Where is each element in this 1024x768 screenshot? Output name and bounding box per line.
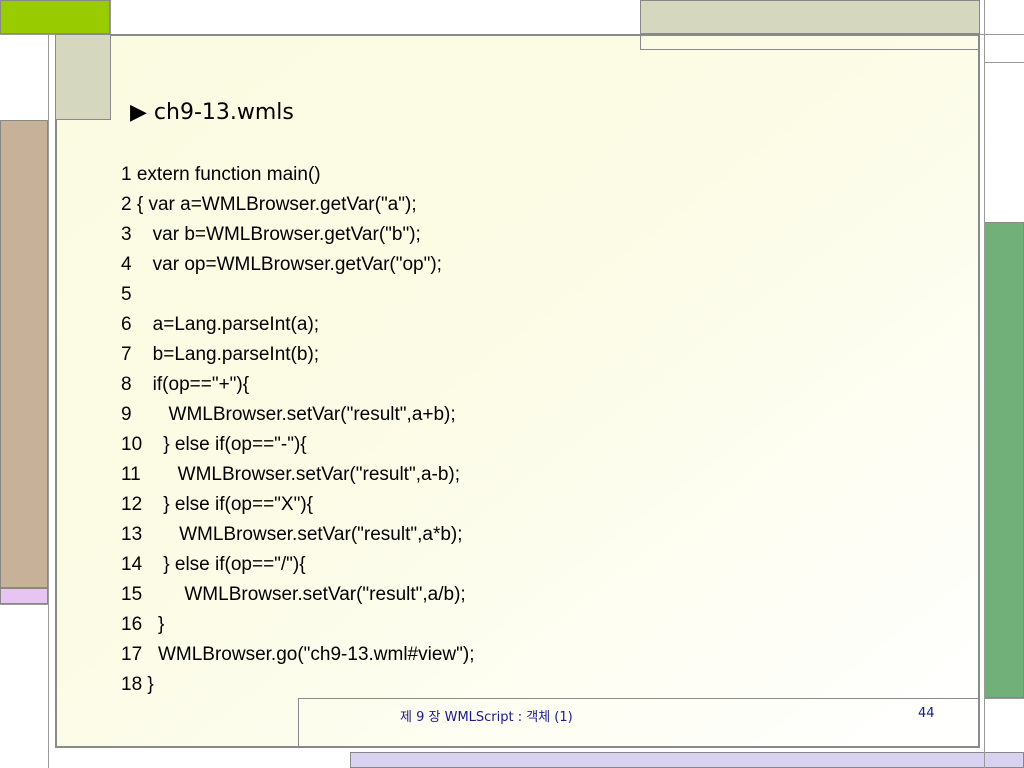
slide-panel [55, 34, 980, 748]
slide-heading: ▶ ch9-13.wmls [130, 100, 294, 125]
code-line: 2 { var a=WMLBrowser.getVar("a"); [121, 194, 417, 215]
decor-lavender-bottom-block [350, 752, 1024, 768]
decor-khaki-top-block [640, 0, 980, 34]
code-line: 17 WMLBrowser.go("ch9-13.wml#view"); [121, 644, 475, 665]
code-line: 1 extern function main() [121, 164, 321, 185]
code-line: 3 var b=WMLBrowser.getVar("b"); [121, 224, 421, 245]
decor-top-ledge [640, 34, 980, 50]
code-listing: 1 extern function main() 2 { var a=WMLBro… [121, 160, 475, 700]
footer-title: 제 9 장 WMLScript : 객체 (1) [400, 710, 573, 725]
code-line: 16 } [121, 614, 165, 635]
decor-line [984, 62, 1024, 63]
code-line: 13 WMLBrowser.setVar("result",a*b); [121, 524, 463, 545]
code-line: 15 WMLBrowser.setVar("result",a/b); [121, 584, 466, 605]
code-line: 7 b=Lang.parseInt(b); [121, 344, 320, 365]
decor-pink-left-block [0, 588, 48, 604]
footer-box [298, 698, 980, 748]
page-number: 44 [918, 706, 935, 721]
code-line: 8 if(op=="+"){ [121, 374, 250, 395]
code-line: 5 [121, 284, 132, 305]
decor-tan-left-block [0, 120, 48, 588]
decor-line [984, 0, 985, 768]
code-line: 14 } else if(op=="/"){ [121, 554, 306, 575]
decor-green-block [0, 0, 110, 34]
code-line: 18 } [121, 674, 154, 695]
decor-khaki-inner-block [55, 34, 111, 120]
code-line: 12 } else if(op=="X"){ [121, 494, 313, 515]
decor-line [984, 698, 1024, 699]
code-line: 9 WMLBrowser.setVar("result",a+b); [121, 404, 456, 425]
code-line: 10 } else if(op=="-"){ [121, 434, 307, 455]
decor-line [48, 34, 49, 768]
decor-line [110, 0, 111, 34]
decor-green-right-block [984, 222, 1024, 698]
code-line: 6 a=Lang.parseInt(a); [121, 314, 320, 335]
code-line: 4 var op=WMLBrowser.getVar("op"); [121, 254, 442, 275]
code-line: 11 WMLBrowser.setVar("result",a-b); [121, 464, 461, 485]
decor-line [0, 604, 48, 605]
